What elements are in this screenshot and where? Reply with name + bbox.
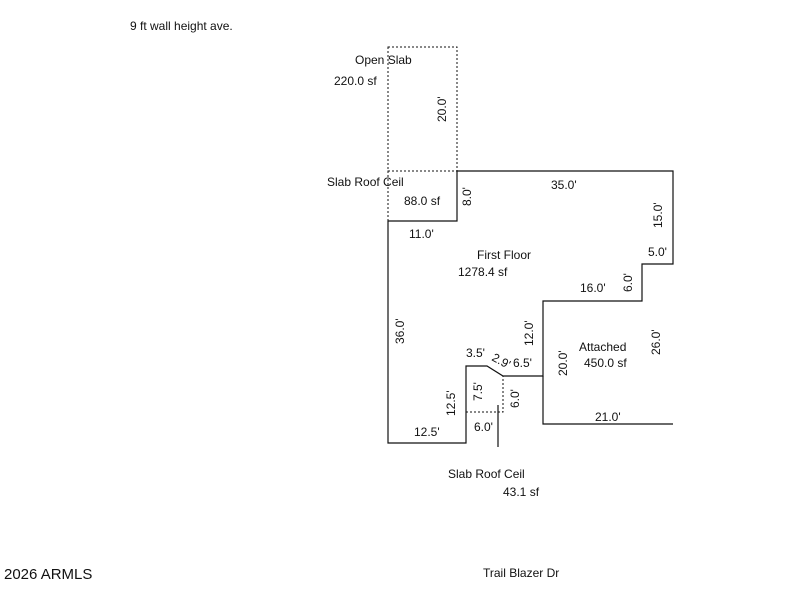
notch-bottom-dim: 6.0' (474, 420, 493, 434)
first-floor-outline (387, 170, 674, 444)
open-slab-area: 220.0 sf (334, 74, 377, 88)
attached-left-dim: 20.0' (556, 350, 570, 376)
attached-label: Attached (579, 340, 626, 354)
left-height-dim: 36.0' (393, 318, 407, 344)
notch-inner-left-dim: 7.5' (471, 382, 485, 401)
right-upper-dim: 15.0' (651, 202, 665, 228)
slab-roof-ceil-top-area: 88.0 sf (404, 194, 441, 208)
step-width-dim: 16.0' (580, 281, 606, 295)
inner-vertical-dim: 12.0' (522, 320, 536, 346)
attached-outline (542, 376, 673, 425)
notch-dashed-outline (466, 376, 504, 413)
notch-right-dim: 6.5' (513, 356, 532, 370)
notch-inner-right-dim: 6.0' (508, 389, 522, 408)
first-floor-area: 1278.4 sf (458, 265, 508, 279)
open-slab-label: Open Slab (355, 53, 412, 67)
notch-top-dim: 3.5' (466, 346, 485, 360)
street-name: Trail Blazer Dr (483, 566, 559, 580)
attached-area: 450.0 sf (584, 356, 627, 370)
attached-right-dim: 26.0' (649, 329, 663, 355)
notch-diagonal-dim: 2.9' (490, 350, 513, 371)
slab-roof-ceil-top-label: Slab Roof Ceil (327, 175, 404, 189)
wall-height-note: 9 ft wall height ave. (130, 19, 233, 33)
step-height-dim: 6.0' (621, 273, 635, 292)
left-width-dim: 11.0' (409, 227, 434, 241)
top-width-dim: 35.0' (551, 178, 577, 192)
slab-roof-ceil-bottom-area: 43.1 sf (503, 485, 540, 499)
notch-outer-left-dim: 12.5' (444, 390, 458, 416)
slab-roof-ceil-bottom-label: Slab Roof Ceil (448, 467, 525, 481)
open-slab-outline (387, 46, 458, 172)
slab-ceil-height-dim: 8.0' (460, 187, 474, 206)
first-floor-label: First Floor (477, 248, 531, 262)
copyright-text: 2026 ARMLS (4, 566, 92, 583)
open-slab-height-dim: 20.0' (435, 96, 449, 122)
attached-bottom-dim: 21.0' (595, 410, 621, 424)
bottom-left-dim: 12.5' (414, 425, 440, 439)
right-step-dim: 5.0' (648, 245, 667, 259)
